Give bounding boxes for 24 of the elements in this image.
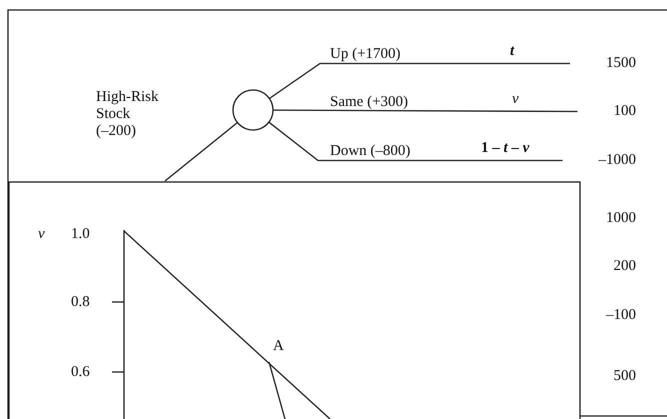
probability-label: 1 – t – v: [481, 140, 530, 157]
value-label: 200: [614, 258, 636, 275]
value-label: –100: [606, 307, 636, 324]
axis-label: v: [38, 226, 45, 243]
branch-line: [273, 109, 578, 112]
chance-node-circle: [232, 89, 274, 131]
branch-label: Up (+1700): [330, 46, 401, 63]
tick-label: 1.0: [71, 226, 90, 243]
tick-label: 0.6: [71, 364, 90, 381]
branch-label: High-Risk Stock (–200): [96, 89, 160, 140]
value-label: 500: [614, 368, 636, 385]
branch-label: Same (+300): [330, 94, 408, 111]
point-label: A: [273, 338, 284, 355]
probability-label: v: [512, 91, 519, 108]
tick-label: 0.8: [71, 294, 90, 311]
branch-line: [268, 122, 562, 162]
payoff-value: 1500: [606, 55, 636, 72]
branch-line: [164, 122, 238, 182]
value-label: 1000: [606, 210, 636, 227]
branch-line: [269, 62, 570, 100]
payoff-value: –1000: [598, 152, 636, 169]
branch-label: Down (–800): [330, 143, 410, 160]
payoff-value: 100: [614, 103, 636, 120]
probability-label: t: [510, 43, 514, 60]
